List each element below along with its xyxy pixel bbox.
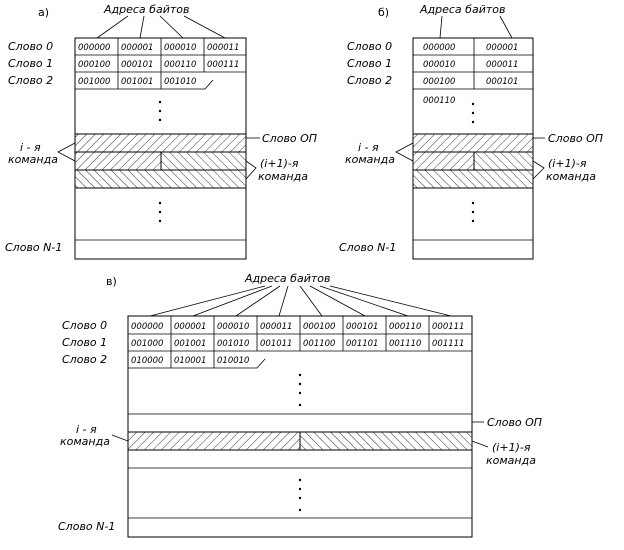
- panel-a-addr: 000110: [164, 60, 196, 70]
- panel-c-addr: 000110: [389, 322, 421, 332]
- panel-c-cmd-next-1: (i+1)-я: [492, 441, 531, 454]
- panel-a-ellipsis-2: [158, 201, 162, 223]
- panel-c-addr: 000111: [432, 322, 464, 332]
- panel-c-cmd-i-2: команда: [60, 435, 110, 448]
- panel-a-addr: 000100: [78, 60, 110, 70]
- panel-c-word-label: Слово ОП: [487, 416, 542, 429]
- panel-b-cmd-next-2: команда: [546, 170, 596, 183]
- panel-c-addr: 000001: [174, 322, 206, 332]
- panel-b: б) Адреса байтов Слово 0 Слово 1 Слово 2…: [339, 3, 603, 260]
- panel-a-cmd-next-1: (i+1)-я: [260, 157, 299, 170]
- panel-c-addr: 000100: [303, 322, 335, 332]
- panel-c-addr: 000000: [131, 322, 163, 332]
- panel-c-cmd-i-1: i - я: [76, 423, 97, 436]
- panel-b-addr: 000001: [486, 43, 518, 53]
- panel-c-addr: 001110: [389, 339, 421, 349]
- panel-b-addr: 000010: [423, 60, 455, 70]
- panel-a-addr: 001000: [78, 77, 110, 87]
- panel-b-addr: 000110: [423, 96, 455, 106]
- panel-c-cmd-next-2: команда: [486, 454, 536, 467]
- panel-a-ellipsis-1: [158, 100, 162, 122]
- panel-c-addr: 001111: [432, 339, 464, 349]
- panel-c: в) Адреса байтов Слово: [58, 272, 542, 538]
- panel-b-row-0: Слово 0: [347, 40, 392, 53]
- panel-b-addr: 000100: [423, 77, 455, 87]
- panel-c-addr: 010001: [174, 356, 206, 366]
- panel-c-ellipsis-2: [298, 478, 302, 512]
- panel-a-addr: 000001: [121, 43, 153, 53]
- panel-b-addr: 000101: [486, 77, 518, 87]
- panel-a-header: Адреса байтов: [103, 3, 189, 16]
- panel-a-addr: 001001: [121, 77, 153, 87]
- panel-a-word-label: Слово ОП: [262, 132, 317, 145]
- panel-a-row-1: Слово 1: [8, 57, 53, 70]
- panel-c-addr: 001010: [217, 339, 249, 349]
- panel-b-addr: 000000: [423, 43, 455, 53]
- panel-c-addr: 001000: [131, 339, 163, 349]
- panel-c-row-0: Слово 0: [62, 319, 107, 332]
- panel-a-addr: 000111: [207, 60, 239, 70]
- panel-c-addr: 010000: [131, 356, 163, 366]
- panel-c-addr: 001001: [174, 339, 206, 349]
- panel-c-row-2: Слово 2: [62, 353, 107, 366]
- panel-c-row-1: Слово 1: [62, 336, 107, 349]
- panel-c-addr: 001100: [303, 339, 335, 349]
- panel-c-letter: в): [106, 275, 117, 288]
- panel-a-letter: а): [38, 6, 49, 19]
- panel-b-letter: б): [378, 6, 389, 19]
- panel-c-addr: 000101: [346, 322, 378, 332]
- panel-b-word-label: Слово ОП: [548, 132, 603, 145]
- panel-c-header: Адреса байтов: [244, 272, 330, 285]
- panel-a-cmd-i-2: команда: [8, 153, 58, 166]
- panel-a-row-2: Слово 2: [8, 74, 53, 87]
- panel-c-addr: 010010: [217, 356, 249, 366]
- panel-b-cmd-i-2: команда: [345, 153, 395, 166]
- panel-b-cmd-next-1: (i+1)-я: [548, 157, 587, 170]
- panel-b-row-2: Слово 2: [347, 74, 392, 87]
- panel-a-cmd-next-2: команда: [258, 170, 308, 183]
- panel-c-addr: 001011: [260, 339, 292, 349]
- panel-b-addr: 000011: [486, 60, 518, 70]
- panel-c-ellipsis-1: [298, 373, 302, 407]
- panel-c-addr: 000010: [217, 322, 249, 332]
- panel-a-addr: 001010: [164, 77, 196, 87]
- panel-a-cmd-i-1: i - я: [20, 141, 41, 154]
- panel-a-row-0: Слово 0: [8, 40, 53, 53]
- panel-a-addr: 000101: [121, 60, 153, 70]
- panel-b-ellipsis-1: [471, 102, 475, 124]
- panel-a-addr: 000000: [78, 43, 110, 53]
- panel-a: а) Адреса байтов Слово 0 Слово: [5, 3, 317, 260]
- panel-b-row-1: Слово 1: [347, 57, 392, 70]
- panel-a-addr: 000010: [164, 43, 196, 53]
- panel-b-cmd-i-1: i - я: [358, 141, 379, 154]
- panel-a-row-last: Слово N-1: [5, 241, 62, 254]
- panel-c-addr: 000011: [260, 322, 292, 332]
- panel-b-row-last: Слово N-1: [339, 241, 396, 254]
- panel-b-ellipsis-2: [471, 201, 475, 223]
- panel-c-row-last: Слово N-1: [58, 520, 115, 533]
- panel-a-addr: 000011: [207, 43, 239, 53]
- panel-c-addr: 001101: [346, 339, 378, 349]
- panel-b-header: Адреса байтов: [419, 3, 505, 16]
